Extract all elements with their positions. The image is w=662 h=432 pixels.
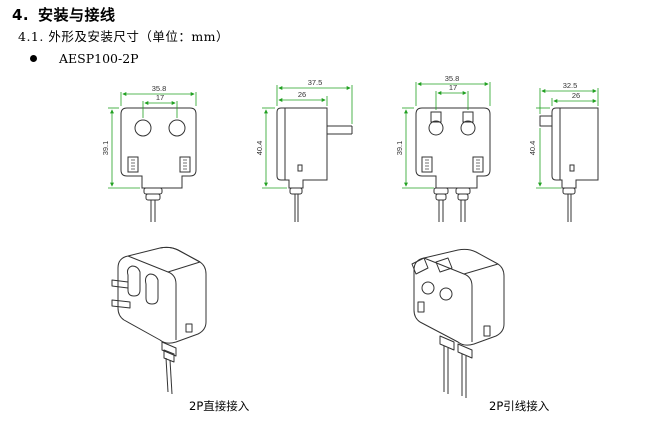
dim-side-direct-height: 40.4 xyxy=(255,141,264,156)
dim-front-wire-width: 35.8 xyxy=(445,74,460,83)
dim-front-wire-pin-spacing: 17 xyxy=(449,83,457,92)
iso-view-wire xyxy=(411,248,505,398)
front-view-direct xyxy=(108,92,197,222)
dim-side-direct-body: 26 xyxy=(298,90,306,99)
side-view-wire xyxy=(536,88,599,222)
bullet-icon xyxy=(30,55,37,62)
side-view-direct xyxy=(262,85,353,222)
section-title: 安装与接线 xyxy=(38,6,116,24)
model-list-item: AESP100-2P xyxy=(30,51,139,66)
dim-front-direct-width: 35.8 xyxy=(152,84,167,93)
dim-front-direct-pin-spacing: 17 xyxy=(156,93,164,102)
model-name: AESP100-2P xyxy=(59,51,139,66)
caption-direct: 2P直接接入 xyxy=(189,399,250,413)
subsection-heading: 4.1. 外形及安装尺寸（单位：mm） xyxy=(18,29,230,44)
dim-side-wire-body: 26 xyxy=(572,91,580,100)
section-heading: 4. 安装与接线 xyxy=(12,4,116,25)
dim-side-direct-total: 37.5 xyxy=(308,78,323,87)
dim-side-wire-height: 40.4 xyxy=(528,141,537,156)
dim-front-direct-height: 39.1 xyxy=(101,141,110,156)
front-view-wire xyxy=(402,82,491,222)
iso-view-direct xyxy=(111,246,207,395)
dim-side-wire-total: 32.5 xyxy=(563,81,578,90)
dim-front-wire-height: 39.1 xyxy=(395,141,404,156)
caption-wire: 2P引线接入 xyxy=(489,399,550,413)
section-number: 4. xyxy=(12,6,30,24)
